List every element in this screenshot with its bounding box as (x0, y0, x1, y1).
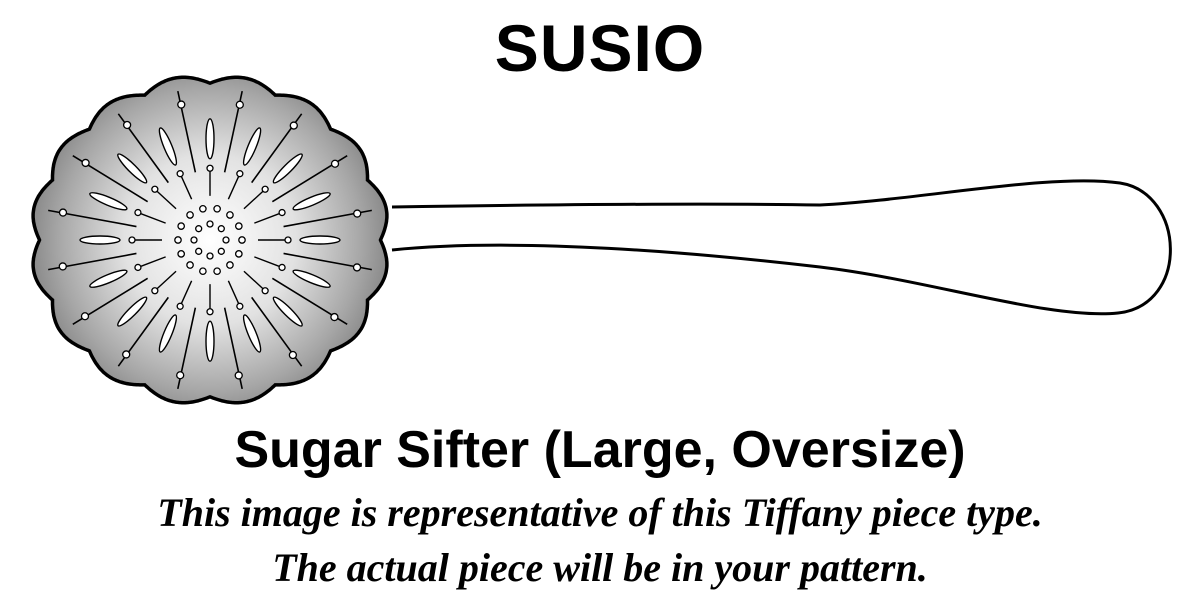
outer-hole (122, 350, 131, 359)
outer-hole (176, 371, 185, 380)
center-hole (174, 236, 182, 244)
center-hole (238, 236, 246, 244)
center-hole (217, 247, 225, 255)
outer-hole (58, 208, 68, 217)
pin-hole (261, 185, 269, 193)
center-hole (234, 222, 243, 230)
sifter-slot (205, 118, 215, 160)
disclaimer-line-1: This image is representative of this Tif… (157, 490, 1043, 535)
center-hole (217, 225, 225, 233)
outer-hole (352, 263, 362, 272)
sifter-slot (272, 296, 303, 327)
pin-hole (236, 170, 244, 178)
pin-hole (134, 263, 142, 272)
center-hole (195, 225, 203, 233)
pin-line (243, 188, 266, 210)
pin-line (179, 173, 193, 200)
center-hole (199, 204, 207, 213)
pin-hole (151, 287, 159, 295)
center-hole (177, 250, 186, 258)
center-hole (190, 236, 198, 244)
outer-hole (330, 312, 339, 322)
outer-hole (122, 120, 132, 130)
sifter-slot (117, 296, 148, 327)
center-hole (206, 220, 214, 228)
sifter-slot (158, 314, 178, 353)
sifter-slot (292, 192, 331, 211)
sugar-sifter-icon (31, 75, 1172, 405)
pin-hole (278, 208, 286, 217)
pin-hole (284, 236, 292, 244)
sifter-slot (242, 314, 262, 353)
pin-line (154, 270, 177, 292)
outer-hole (330, 159, 340, 168)
outer-hole (58, 262, 67, 271)
center-hole (206, 252, 214, 260)
pin-hole (176, 170, 184, 178)
pattern-title: SUSIO (494, 11, 706, 85)
pin-line (243, 270, 266, 292)
pin-hole (128, 236, 136, 244)
pin-line (137, 211, 166, 224)
outer-hole (235, 100, 244, 109)
pin-line (179, 280, 193, 307)
pin-hole (151, 185, 159, 193)
center-hole (234, 250, 243, 258)
sifter-slot (158, 127, 178, 166)
pin-hole (206, 164, 214, 172)
sifter-slot (242, 127, 262, 166)
center-hole (195, 247, 203, 255)
sifter-slot (292, 269, 331, 288)
outer-hole (80, 312, 90, 321)
center-hole (226, 261, 234, 269)
pin-line (154, 188, 177, 210)
pin-line (254, 211, 283, 224)
center-hole (199, 267, 207, 276)
sifter-slot (205, 320, 215, 362)
outer-hole (234, 371, 243, 380)
pin-line (227, 173, 241, 200)
center-hole (222, 236, 230, 244)
center-hole (186, 261, 194, 269)
pin-hole (206, 308, 214, 316)
sifter-slot (79, 235, 121, 245)
piece-name: Sugar Sifter (Large, Oversize) (234, 421, 966, 479)
sifter-slot (89, 269, 128, 288)
center-hole (213, 204, 221, 213)
center-hole (213, 267, 221, 276)
sifter-slot (299, 235, 341, 245)
center-hole (186, 211, 194, 219)
pin-hole (261, 287, 269, 295)
pin-hole (176, 302, 184, 310)
outer-hole (288, 350, 298, 360)
pin-line (227, 280, 241, 307)
sifter-slot (272, 153, 303, 184)
outer-hole (289, 121, 298, 130)
disclaimer-line-2: The actual piece will be in your pattern… (272, 545, 928, 590)
outer-hole (353, 209, 362, 218)
outer-hole (81, 158, 90, 168)
bowl-pattern (48, 90, 372, 390)
handle-outline (391, 179, 1172, 316)
pin-line (137, 256, 166, 269)
center-hole (226, 211, 234, 219)
outer-hole (177, 100, 186, 109)
center-hole (177, 222, 186, 230)
sifter-slot (117, 153, 148, 184)
sifter-slot (89, 192, 128, 211)
pin-hole (236, 302, 244, 310)
pin-hole (134, 208, 142, 217)
pin-line (254, 256, 283, 269)
pin-hole (278, 263, 286, 272)
